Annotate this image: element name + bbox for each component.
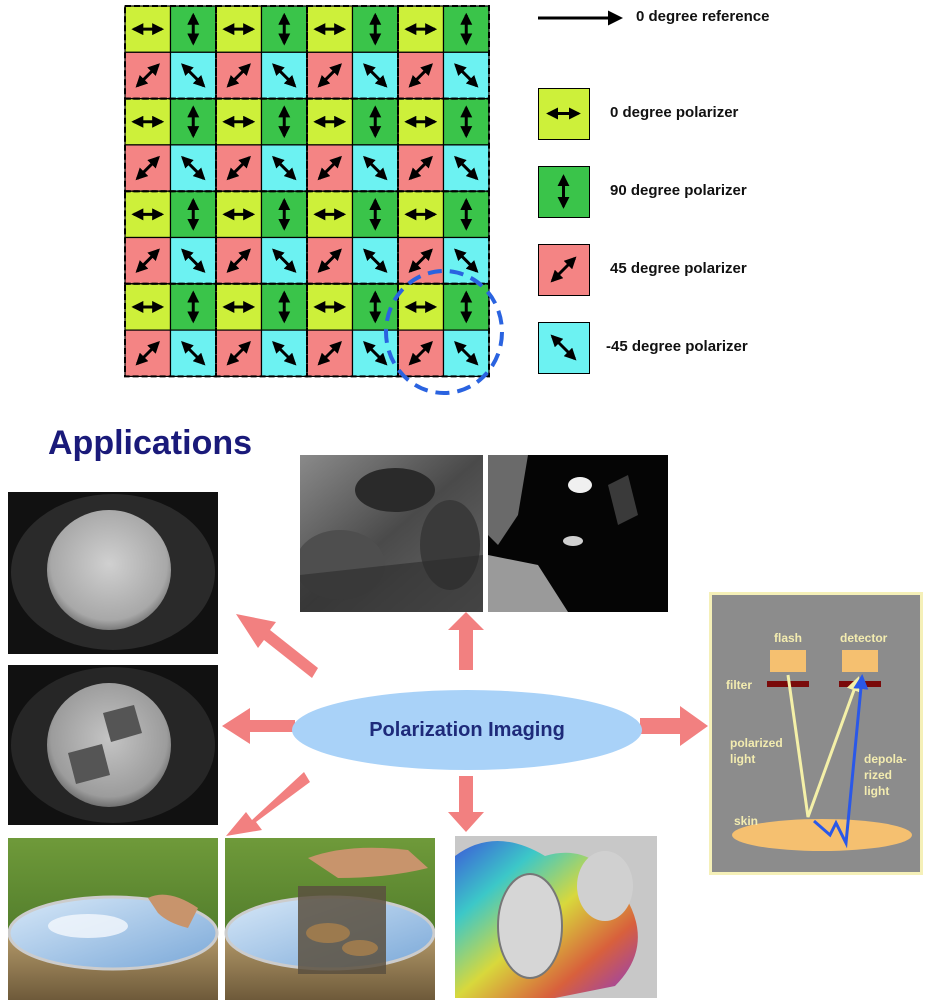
center-label: Polarization Imaging [369,718,565,741]
legend-label: -45 degree polarizer [606,338,748,355]
diagonal-up-arrow-icon [135,155,160,181]
diagonal-up-arrow-icon [317,63,342,88]
diagonal-down-arrow-icon [272,155,297,181]
polarized-light-label: light [730,752,755,766]
diagonal-up-arrow-icon [408,248,433,273]
aerial-image-intensity [295,455,483,612]
diagonal-down-arrow-icon [363,341,388,366]
diagonal-up-arrow-icon [408,63,433,88]
diagonal-down-arrow-icon [363,63,388,88]
diagonal-up-arrow-icon [135,63,160,88]
arrow-upper-left [236,614,318,678]
diagonal-up-arrow-icon [226,155,251,181]
diagonal-up-arrow-icon [226,248,251,273]
arrow-down [448,776,484,832]
applications-title: Applications [48,424,253,462]
application-arrows [222,612,708,836]
highlight-circle [384,269,504,395]
legend-label: 0 degree polarizer [610,104,739,121]
depolarized-label-1: depola- [864,752,907,766]
disc-image-with-squares [8,665,218,825]
arrow-lower-left [226,772,310,836]
diagonal-up-arrow-icon [408,155,433,181]
diagonal-down-arrow-icon [363,248,388,273]
legend-swatch [538,322,590,374]
photoelastic-stress-image [455,836,657,998]
diagonal-down-arrow-icon [454,63,479,88]
polarizer-cell [260,144,308,192]
diagonal-up-arrow-icon [550,256,577,283]
diagonal-down-arrow-icon [454,341,479,366]
diagonal-up-arrow-icon [317,155,342,181]
disc-image-uniform [8,492,218,654]
filter-label: filter [726,678,752,692]
diagonal-down-arrow-icon [181,341,206,366]
diagonal-up-arrow-icon [226,341,251,366]
diagonal-down-arrow-icon [454,155,479,181]
diagonal-up-arrow-icon [135,248,160,273]
reference-label: 0 degree reference [636,8,770,25]
legend-swatch [538,166,590,218]
legend-swatch [538,88,590,140]
diagonal-up-arrow-icon [317,248,342,273]
polarized-label: polarized [730,736,783,750]
flash-label: flash [774,631,802,645]
polarization-imaging-node: Polarization Imaging [292,690,642,770]
reference-arrow-icon [538,10,623,26]
depolarized-label-2: rized [864,768,892,782]
superpixel-border [397,282,490,378]
skin-diagram-panel: flash detector filter polarized light sk… [709,592,923,875]
diagonal-down-arrow-icon [363,155,388,181]
detector-label: detector [840,631,888,645]
diagonal-down-arrow-icon [181,155,206,181]
skin-label: skin [734,814,758,828]
legend-label: 90 degree polarizer [610,182,747,199]
diagonal-down-arrow-icon [550,334,577,361]
diagonal-up-arrow-icon [135,341,160,366]
arrow-right [640,706,708,746]
diagonal-down-arrow-icon [272,63,297,88]
legend-label: 45 degree polarizer [610,260,747,277]
diagonal-down-arrow-icon [272,341,297,366]
depolarized-label-3: light [864,784,889,798]
polarizer-mosaic-grid [124,5,490,378]
diagonal-up-arrow-icon [226,63,251,88]
diagonal-up-arrow-icon [317,341,342,366]
aerial-image-polarization [488,455,668,612]
water-reflection-photos [7,838,436,1000]
arrow-up [448,612,484,670]
diagonal-down-arrow-icon [272,248,297,273]
diagonal-down-arrow-icon [454,248,479,273]
diagonal-up-arrow-icon [408,341,433,366]
diagonal-down-arrow-icon [181,248,206,273]
diagonal-down-arrow-icon [181,63,206,88]
arrow-left [222,708,295,744]
legend-swatch [538,244,590,296]
